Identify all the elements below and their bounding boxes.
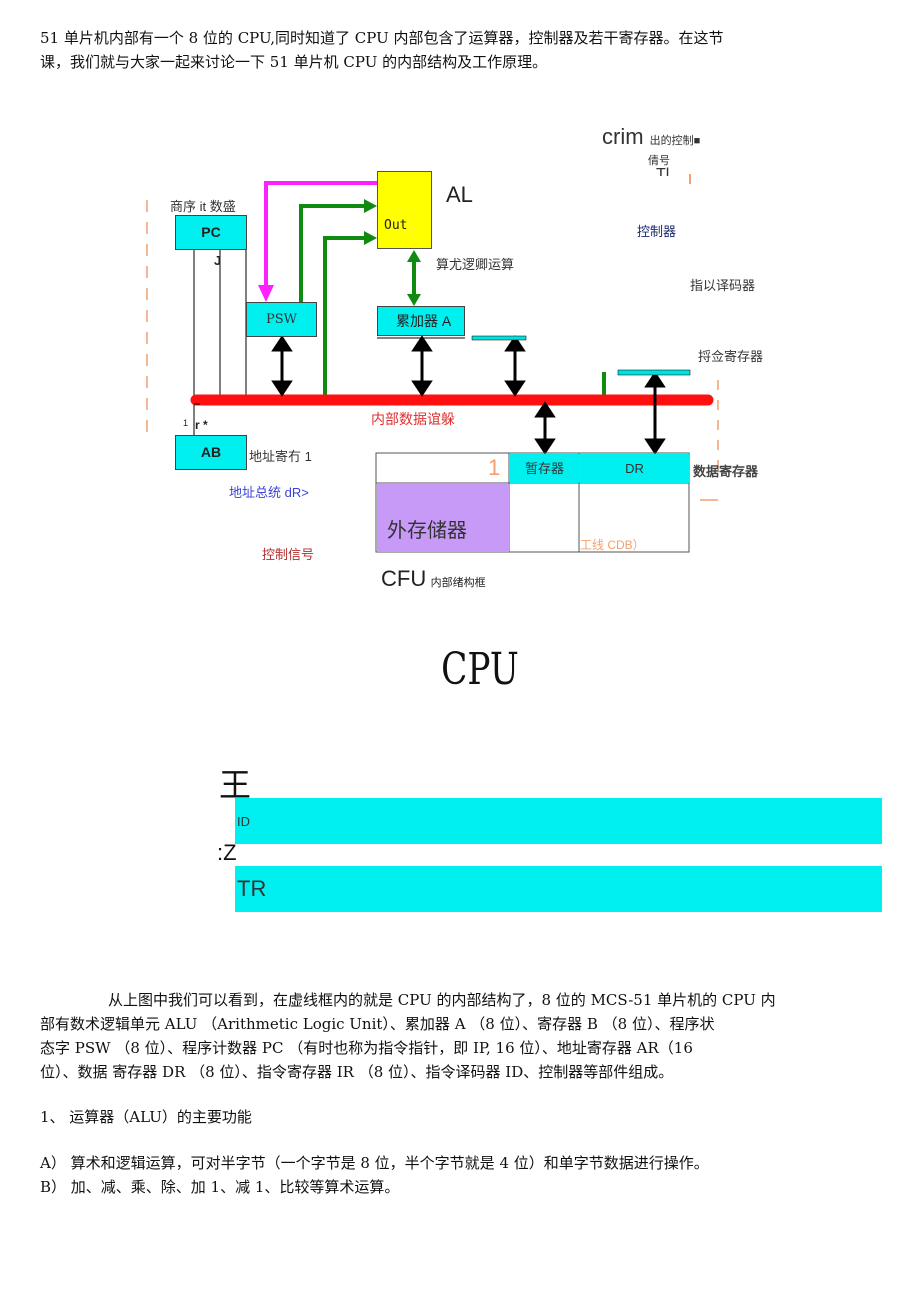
cpu-heading: CPU: [441, 644, 519, 695]
tr-text: TR: [237, 876, 267, 901]
ab-register: AB: [175, 435, 247, 470]
internal-bus-label: 内部数据谊躲: [371, 411, 455, 427]
al-label: AL: [446, 182, 473, 207]
psw-text: PSW: [265, 312, 297, 327]
body-line-1: 从上图中我们可以看到，在虚线框内的就是 CPU 的内部结构了，8 位的 MCS-…: [108, 991, 776, 1009]
magenta-arrowhead: [258, 285, 274, 302]
diagram-lines: [146, 174, 719, 553]
temp-register: 暂存器: [510, 454, 579, 483]
b-bus-arrow: [504, 335, 526, 397]
cdb-label: 工线 CDB）: [580, 538, 645, 552]
out-label: Out: [384, 218, 408, 233]
psw-register: PSW: [246, 302, 317, 337]
alu-acc-arrowhead-down: [407, 294, 421, 306]
ir-bus-arrow: [644, 371, 666, 455]
b-register-bar: [471, 335, 527, 341]
acc-text: 累加器 A: [396, 313, 452, 329]
green-arrowhead-2: [364, 231, 377, 245]
mem-one-mark: 1: [488, 455, 501, 480]
dr-text: DR: [625, 461, 644, 476]
ctrl-signal-out-label-2: 倩号: [648, 155, 670, 167]
z-glyph: :Z: [217, 840, 237, 865]
body-line-3: 态字 PSW （8 位）、程序计数器 PC （有时也称为指令指针，即 IP, 1…: [40, 1039, 693, 1057]
crim-label: crim 出的控制■: [602, 124, 700, 150]
pc-caption: 商序 it 数盛: [170, 199, 236, 214]
alu-desc-label: 算尤逻卿运算: [436, 257, 515, 272]
one-mark: 1: [183, 418, 189, 428]
decoder-label: 指以译码器: [690, 278, 756, 293]
tr-bar: TR: [235, 866, 882, 912]
j-mark: J: [214, 253, 222, 268]
green-arrowhead-1: [364, 199, 377, 213]
controller-label: 控制器: [637, 224, 677, 239]
list-item-b: B） 加、减、乘、除、加 1、减 1、比较等算术运算。: [40, 1178, 400, 1196]
section-heading: 1、 运算器（ALU）的主要功能: [40, 1108, 252, 1126]
accumulator-register: 累加器 A: [377, 306, 465, 336]
cfu-caption: 内部绪构框: [430, 577, 486, 589]
acc-bus-arrow: [411, 335, 433, 397]
body-paragraph: 从上图中我们可以看到，在虚线框内的就是 CPU 的内部结构了，8 位的 MCS-…: [40, 988, 880, 1084]
pc-text: PC: [201, 224, 221, 240]
body-line-2: 部有数术逻辑单元 ALU （Arithmetic Logic Unit）、累加器…: [40, 1015, 715, 1033]
intro-paragraph: 51 单片机内部有一个 8 位的 CPU,同时知道了 CPU 内部包含了运算器，…: [40, 26, 880, 74]
cpu-structure-diagram: crim 出的控制■ 倩号 Tl Out AL 算尤逻卿运算 控制器 指以译码器…: [0, 100, 920, 600]
addr-reg-label: 地址寄冇 1: [249, 449, 312, 464]
r-mark: r *: [195, 418, 208, 432]
green-arrow-2: [323, 236, 365, 398]
pc-register: PC: [175, 215, 247, 250]
ctrl-signal-label: 控制信号: [262, 547, 315, 562]
id-text: ID: [237, 814, 250, 829]
list-item-a: A） 算术和逻辑运算，可对半字节（一个字节是 8 位，半个字节就是 4 位）和单…: [40, 1154, 709, 1172]
magenta-flag-arrow: [264, 181, 377, 290]
id-bar: ID: [235, 798, 882, 844]
cfu-label: CFU 内部绪构框: [381, 566, 486, 592]
data-reg-label: 数据寄存器: [693, 464, 759, 479]
dr-register: DR: [580, 454, 689, 483]
temp-text: 暂存器: [524, 461, 564, 476]
temp-bus-arrow: [534, 401, 556, 455]
alu-acc-arrowhead-up: [407, 250, 421, 262]
ti-mark: Tl: [656, 166, 670, 176]
cfu-text: CFU: [381, 566, 427, 591]
crim-text: crim: [602, 124, 644, 149]
body-line-4: 位）、数据 寄存器 DR （8 位）、指令寄存器 IR （8 位）、指令译码器 …: [40, 1063, 674, 1081]
intro-line-1: 51 单片机内部有一个 8 位的 CPU,同时知道了 CPU 内部包含了运算器，…: [40, 29, 724, 47]
ext-mem-text: 外存储器: [387, 520, 467, 542]
ext-mem-box: 外存储器: [377, 484, 509, 552]
addr-bus-label: 地址总统 dR>: [229, 485, 309, 500]
instr-register-bar: [617, 369, 691, 376]
memory-grid: [375, 452, 690, 553]
psw-bus-arrow: [271, 335, 293, 397]
ab-text: AB: [200, 444, 222, 460]
green-arrow-1: [299, 204, 365, 302]
alu-out-box: Out: [377, 171, 432, 249]
intro-line-2: 课，我们就与大家一起来讨论一下 51 单片机 CPU 的内部结构及工作原理。: [40, 53, 548, 71]
instr-reg-label: 捋佥寄存器: [698, 349, 764, 364]
wang-glyph: 王: [219, 767, 252, 803]
ctrl-signal-out-text: 出的控制■: [649, 135, 701, 147]
